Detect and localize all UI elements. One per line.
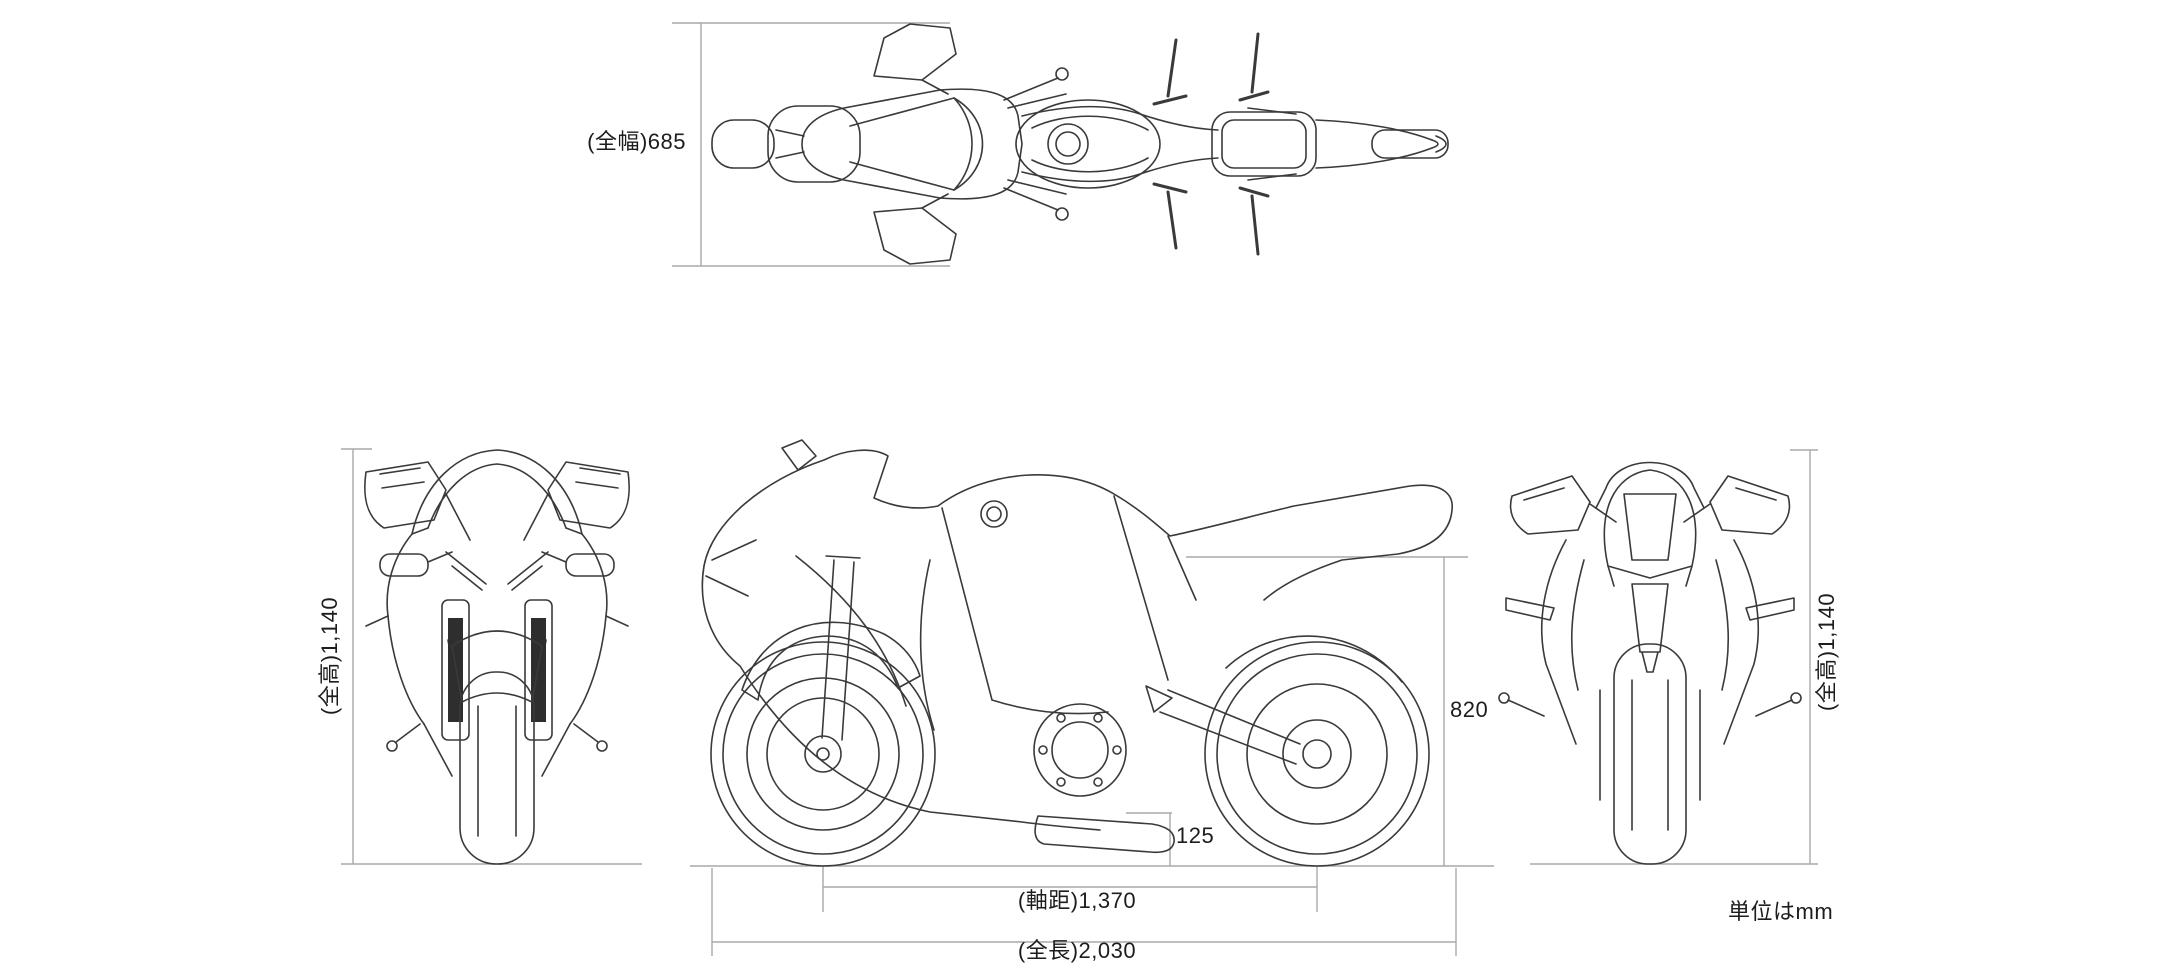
top-right-mirror — [873, 207, 957, 265]
top-fuel-tank — [1015, 99, 1161, 189]
side-engine-cover — [1033, 703, 1127, 797]
dimension-label-seat-height: 820 — [1450, 697, 1489, 722]
rear-tail-cowl — [1603, 469, 1697, 579]
side-view-drawing — [701, 439, 1453, 867]
dimension-label-overall-height-front: (全高)1,140 — [317, 596, 342, 716]
dimension-label-overall-width: (全幅)685 — [587, 129, 686, 154]
top-front-tire — [711, 119, 775, 169]
dimension-line-overall-width — [672, 22, 950, 267]
rear-right-mirror — [1709, 475, 1791, 535]
top-seat — [1211, 111, 1317, 177]
top-left-mirror — [873, 23, 957, 81]
side-exhaust — [1034, 815, 1175, 854]
side-rear-wheel — [1204, 641, 1430, 867]
front-right-mirror — [547, 461, 630, 529]
top-rear-tire — [1371, 129, 1449, 159]
top-view-drawing — [711, 23, 1449, 265]
side-front-wheel — [710, 641, 936, 867]
top-fuel-cap — [1047, 123, 1089, 165]
dimension-line-overall-length — [711, 868, 1457, 956]
dimension-label-overall-height-rear: (全高)1,140 — [1814, 592, 1839, 712]
rear-left-mirror — [1509, 475, 1591, 535]
front-fender — [451, 630, 543, 703]
rear-view-drawing — [1498, 461, 1802, 865]
dimension-line-overall-height-rear — [1530, 449, 1818, 865]
dimension-line-ground-clearance — [1126, 812, 1172, 866]
dimension-label-overall-length: (全長)2,030 — [1017, 938, 1137, 963]
front-right-bar-end — [565, 553, 615, 577]
front-left-bar-end — [379, 553, 429, 577]
dimension-line-seat-height — [1186, 556, 1468, 866]
dimension-label-ground-clearance: 125 — [1176, 823, 1215, 848]
dimension-line-overall-height-front — [341, 448, 642, 865]
rear-tire — [1613, 643, 1687, 865]
side-mirror — [781, 439, 817, 471]
front-left-mirror — [364, 461, 447, 529]
top-front-fender — [767, 105, 861, 183]
dimension-line-wheelbase — [822, 866, 1318, 912]
dimension-label-wheelbase: (軸距)1,370 — [1017, 888, 1137, 913]
units-note: 単位はmm — [1728, 899, 1834, 924]
side-front-fender — [741, 621, 921, 701]
front-view-drawing — [364, 449, 630, 865]
front-tire — [459, 671, 535, 865]
side-rear-hugger — [1225, 635, 1403, 683]
